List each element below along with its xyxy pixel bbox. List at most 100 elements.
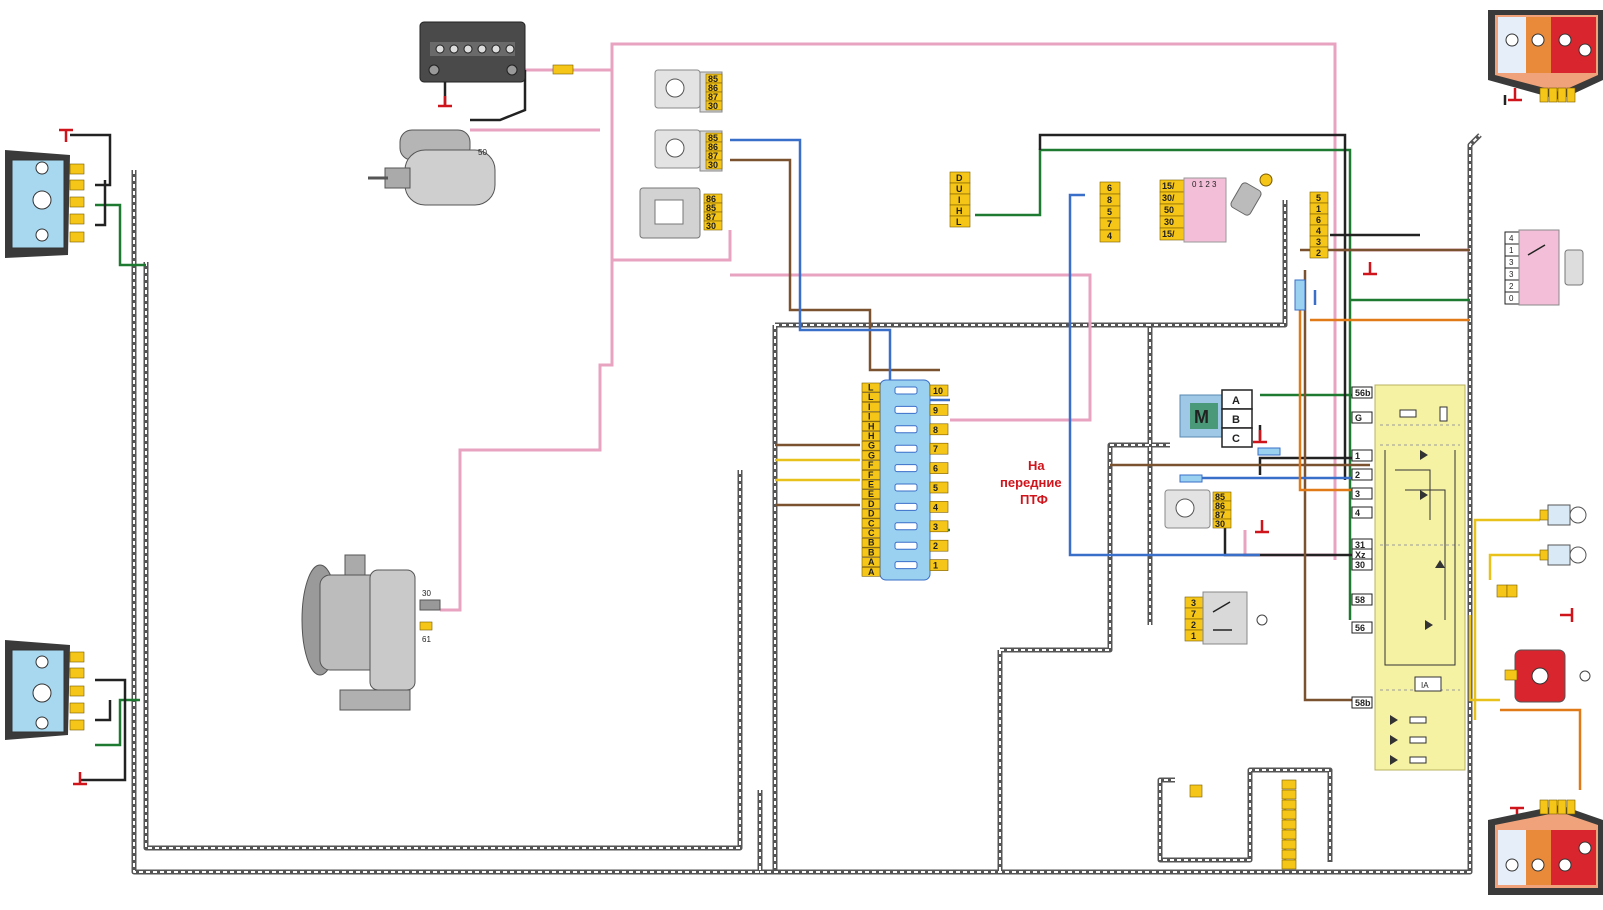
relay-pin-label: 87 bbox=[708, 151, 718, 161]
ground-symbol bbox=[73, 772, 87, 786]
fuse-left-pin bbox=[861, 411, 881, 422]
fuse-left-pin bbox=[861, 537, 881, 548]
lamp-icon bbox=[32, 683, 52, 703]
relay-pin-label: 87 bbox=[1215, 510, 1225, 520]
fuse-left-pin bbox=[861, 460, 881, 470]
fuse-right-pin-label: 4 bbox=[933, 502, 938, 512]
switch-positions: 0 1 2 3 bbox=[1192, 180, 1217, 189]
fuse-element bbox=[894, 464, 918, 473]
relay-pin-label: 86 bbox=[1215, 501, 1225, 511]
fuse-elements bbox=[894, 386, 918, 570]
control-unit-pin bbox=[1351, 593, 1373, 606]
rear-fog-lamp bbox=[1504, 649, 1591, 703]
connector-pin-label: 1 bbox=[1191, 631, 1196, 641]
control-unit-pin bbox=[1351, 506, 1373, 519]
lamp-pin bbox=[1539, 799, 1549, 815]
motor-pin-label: C bbox=[1232, 433, 1240, 445]
relay-pin-label: 30 bbox=[706, 221, 716, 231]
ground-symbol bbox=[1363, 262, 1377, 276]
control-unit-pin-label: 4 bbox=[1355, 508, 1360, 518]
fuse-left-pin-label: A bbox=[868, 567, 875, 577]
fog-relay: 85 86 87 30 bbox=[1164, 489, 1232, 529]
switch-pin-label: 3 bbox=[1509, 258, 1514, 267]
relay-pin-label: 30 bbox=[708, 101, 718, 111]
relay-pin bbox=[705, 100, 723, 111]
connector-pin bbox=[1281, 809, 1297, 820]
black-wires bbox=[70, 70, 1507, 782]
battery-negative-terminal bbox=[428, 64, 440, 76]
rear-lamp-bottom bbox=[1488, 799, 1603, 895]
fuse-left-pin bbox=[861, 469, 881, 480]
fuse-left-pin-label: A bbox=[868, 557, 875, 567]
stalk-connector: 5 1 6 4 3 2 bbox=[1294, 191, 1329, 311]
motor-symbol: M bbox=[1194, 407, 1209, 427]
control-unit-pin-label: 2 bbox=[1355, 470, 1360, 480]
ground-symbol bbox=[1255, 520, 1269, 534]
fuse-element bbox=[894, 522, 918, 531]
connector-pin bbox=[1281, 839, 1297, 850]
lamp-icon bbox=[1569, 506, 1587, 524]
fuse-right-pin bbox=[929, 384, 949, 397]
fog-light-switch: 3 7 2 1 bbox=[1184, 591, 1268, 645]
fuse-left-pin-label: L bbox=[868, 392, 874, 402]
switch-pin-label: 2 bbox=[1509, 282, 1514, 291]
motor-pin-label: B bbox=[1232, 414, 1240, 426]
control-unit-pin bbox=[1351, 468, 1373, 481]
fuse-left-pin bbox=[861, 489, 881, 500]
inner-box-label: IA bbox=[1421, 681, 1429, 690]
inline-fuse bbox=[1179, 474, 1203, 483]
lamp-pin bbox=[1566, 87, 1576, 103]
diode-icon bbox=[1390, 735, 1398, 745]
connector-pin-label: 15/ bbox=[1162, 181, 1175, 191]
fuse-left-pin bbox=[861, 450, 881, 461]
fuse-left-pin bbox=[861, 557, 881, 567]
inline-fuse bbox=[1257, 447, 1281, 456]
fuse-left-pin-label: E bbox=[868, 480, 874, 490]
control-unit-pin-label: Xz bbox=[1355, 550, 1366, 560]
connector-pin bbox=[1281, 859, 1297, 870]
fuse-right-pin bbox=[929, 462, 949, 474]
key-icon bbox=[1259, 173, 1273, 187]
relay-pin-label: 86 bbox=[706, 194, 716, 204]
lamp-icon bbox=[32, 190, 52, 210]
switch-pin-label: 4 bbox=[1509, 234, 1514, 243]
lamp-icon bbox=[35, 161, 49, 175]
ignition-switch: 15/ 30/ 50 30 15/ 0 1 2 3 bbox=[1159, 173, 1273, 243]
lamp-icon bbox=[1569, 546, 1587, 564]
fuse-right-pin bbox=[929, 442, 949, 455]
generator-label-61: 61 bbox=[422, 635, 431, 644]
fuse-element bbox=[894, 386, 918, 395]
ground-symbol bbox=[1508, 88, 1522, 102]
lamp-icon bbox=[1531, 33, 1545, 47]
harness-lines bbox=[131, 133, 1482, 875]
fuse-left-pin-label: I bbox=[868, 402, 871, 412]
fuse-right-pin-label: 3 bbox=[933, 522, 938, 532]
lamp-icon bbox=[1558, 858, 1572, 872]
fuse-right-pin-label: 6 bbox=[933, 464, 938, 474]
fuse-element bbox=[894, 483, 918, 492]
fuse-right-pin-label: 9 bbox=[933, 405, 938, 415]
fuse-left-pin bbox=[861, 566, 881, 577]
fuse-left-pin-label: D bbox=[868, 509, 875, 519]
battery-cell bbox=[449, 44, 459, 54]
ground-symbol bbox=[1253, 430, 1267, 444]
resistor bbox=[1409, 756, 1427, 764]
connector-5-pin: 6 8 5 7 4 bbox=[1099, 181, 1121, 243]
headlamp-pin bbox=[69, 231, 85, 243]
fuse-left-pin-label: C bbox=[868, 528, 875, 538]
lamp-icon bbox=[1558, 33, 1572, 47]
connector-pin-label: 7 bbox=[1107, 219, 1112, 229]
control-unit: IA bbox=[1374, 384, 1466, 771]
switch-pin-label: 0 bbox=[1509, 294, 1514, 303]
diode-icon bbox=[1425, 620, 1433, 630]
connector-pin bbox=[1281, 799, 1297, 810]
annotation-line-3: ПТФ bbox=[1020, 492, 1048, 507]
lamp-icon bbox=[1175, 498, 1195, 518]
switch-contact-icon bbox=[1212, 601, 1232, 631]
rear-lamp-top bbox=[1488, 10, 1603, 103]
connector-pin-label: 6 bbox=[1316, 215, 1321, 225]
inline-fuses bbox=[1179, 447, 1281, 483]
lamp-icon bbox=[35, 228, 49, 242]
